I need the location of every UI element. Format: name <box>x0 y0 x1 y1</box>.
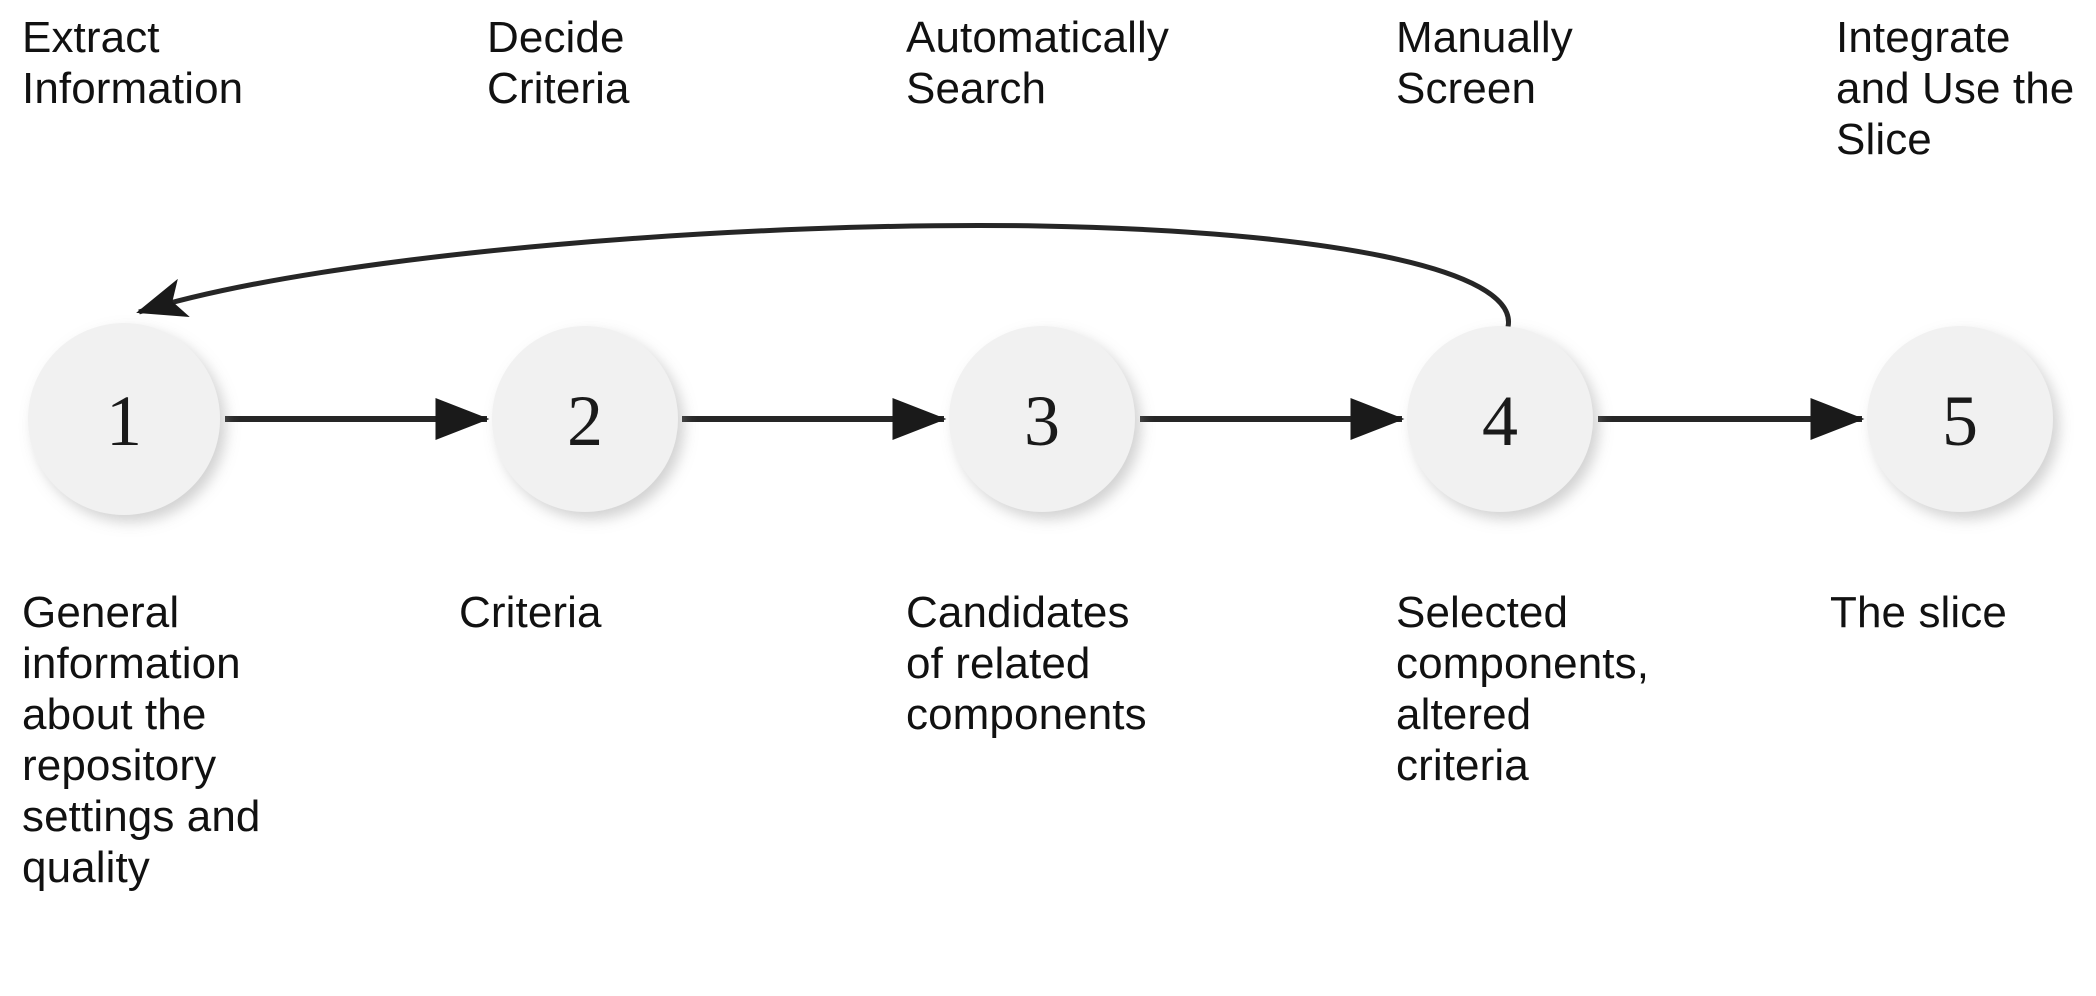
process-node-1[interactable]: 1 <box>28 323 220 515</box>
process-node-4[interactable]: 4 <box>1407 326 1593 512</box>
process-node-2[interactable]: 2 <box>492 326 678 512</box>
step-output-label-4: Selected components, altered criteria <box>1396 588 1650 790</box>
process-node-4-number: 4 <box>1482 381 1518 461</box>
step-output-label-2: Criteria <box>459 588 602 637</box>
process-node-5-number: 5 <box>1942 381 1978 461</box>
feedback-edge-4-to-1 <box>136 222 1511 328</box>
process-node-5[interactable]: 5 <box>1867 326 2053 512</box>
step-action-label-2: Decide Criteria <box>487 13 630 113</box>
step-output-label-3: Candidates of related components <box>906 588 1147 739</box>
process-node-3-number: 3 <box>1024 381 1060 461</box>
step-output-label-1: General information about the repository… <box>22 588 261 892</box>
process-node-3[interactable]: 3 <box>949 326 1135 512</box>
step-action-label-4: Manually Screen <box>1396 13 1573 113</box>
process-node-2-number: 2 <box>567 381 603 461</box>
step-action-label-1: Extract Information <box>22 13 244 113</box>
step-action-label-5: Integrate and Use the Slice <box>1836 13 2075 164</box>
step-action-label-3: Automatically Search <box>906 13 1169 113</box>
process-node-1-number: 1 <box>106 381 142 461</box>
step-output-label-5: The slice <box>1830 588 2007 637</box>
